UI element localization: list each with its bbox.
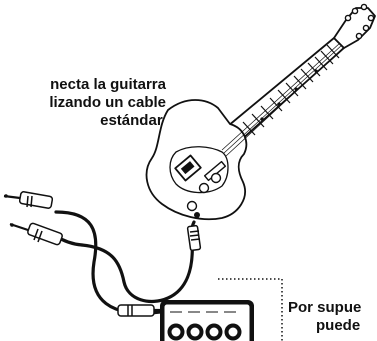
- guitar-cable: [54, 210, 196, 315]
- instruction-line-1: necta la guitarra: [50, 76, 166, 93]
- leader-line: [218, 278, 283, 341]
- guitar-output-jack: [194, 212, 200, 218]
- cable-plug-1: [3, 191, 54, 209]
- guitar-pickup: [174, 154, 202, 182]
- plug-guitar: [186, 224, 202, 252]
- plug-pedal: [117, 304, 162, 317]
- pedal-knob-caps: [171, 327, 238, 337]
- side-caption: Por supue puede: [288, 299, 361, 335]
- guitar-neck: [227, 37, 345, 141]
- pedal-unit: [160, 300, 254, 341]
- guitar-strings: [221, 42, 345, 157]
- side-caption-line-2: puede: [316, 317, 361, 334]
- guitar-knobs: [186, 172, 222, 212]
- side-caption-line-1: Por supue: [288, 299, 362, 316]
- guitar-frets: [242, 44, 340, 136]
- instruction-caption: necta la guitarra lizando un cable están…: [0, 76, 166, 130]
- instruction-line-3: estándar.: [100, 112, 166, 129]
- cable-line: [80, 220, 196, 304]
- instruction-line-2: lizando un cable: [49, 94, 166, 111]
- tuning-pegs: [344, 3, 375, 40]
- cable-line-lower: [54, 210, 162, 315]
- electric-guitar: [145, 3, 376, 221]
- cable-plug-2: [9, 222, 63, 246]
